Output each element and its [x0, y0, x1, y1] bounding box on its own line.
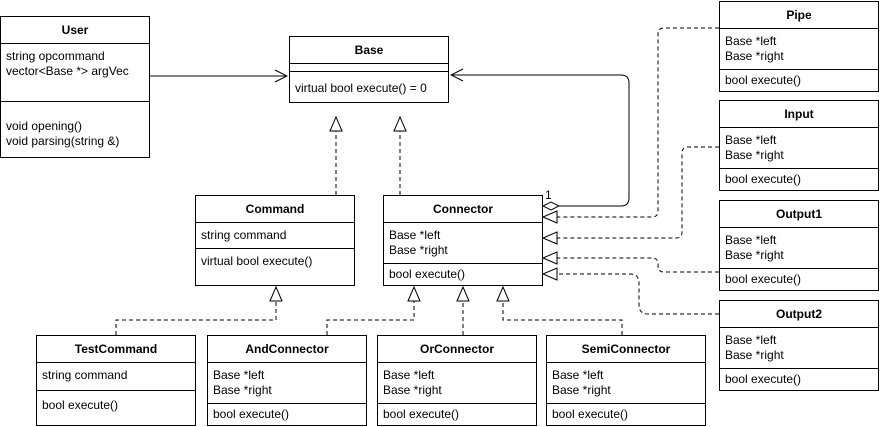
class-connector-method: bool execute()	[389, 267, 466, 281]
class-base[interactable]: Base virtual bool execute() = 0	[289, 36, 449, 103]
inheritance-output1-connector	[543, 258, 719, 273]
class-user-attr: vector<Base *> argVec	[6, 64, 129, 78]
class-orconnector-attr: Base *left	[383, 368, 435, 382]
class-orconnector-name: OrConnector	[378, 336, 536, 363]
class-semiconnector-name: SemiConnector	[547, 336, 705, 363]
class-orconnector-methods: bool execute()	[378, 404, 536, 422]
class-semiconnector-attr: Base *left	[552, 368, 604, 382]
class-base-name: Base	[290, 37, 448, 64]
class-connector-name: Connector	[384, 196, 542, 223]
class-output1-attributes: Base *left Base *right	[720, 228, 878, 269]
class-output1-name: Output1	[720, 201, 878, 228]
inheritance-semiconnector-connector	[503, 287, 623, 335]
class-output1-methods: bool execute()	[720, 269, 878, 287]
class-input-attributes: Base *left Base *right	[720, 128, 878, 169]
class-command-name: Command	[196, 196, 354, 223]
class-command-attr: string command	[201, 228, 287, 242]
class-input[interactable]: Input Base *left Base *right bool execut…	[719, 100, 879, 191]
class-orconnector[interactable]: OrConnector Base *left Base *right bool …	[377, 335, 537, 426]
class-testcommand-methods: bool execute()	[37, 391, 195, 413]
class-pipe-name: Pipe	[720, 2, 878, 29]
class-command-method: virtual bool execute()	[201, 254, 313, 268]
class-andconnector-attributes: Base *left Base *right	[208, 363, 366, 404]
class-input-method: bool execute()	[725, 172, 802, 186]
class-user-name: User	[1, 17, 149, 44]
class-pipe-method: bool execute()	[725, 73, 802, 87]
class-andconnector-attr: Base *right	[213, 383, 272, 397]
class-user[interactable]: User string opcommand vector<Base *> arg…	[0, 16, 150, 158]
class-connector-attr: Base *left	[389, 228, 441, 242]
class-base-method: virtual bool execute() = 0	[295, 81, 427, 95]
class-user-method: void opening()	[6, 119, 83, 133]
class-connector-methods: bool execute()	[384, 264, 542, 282]
class-output2-attributes: Base *left Base *right	[720, 328, 878, 369]
class-testcommand-method: bool execute()	[42, 398, 119, 412]
class-output2[interactable]: Output2 Base *left Base *right bool exec…	[719, 300, 879, 391]
class-pipe-attr: Base *left	[725, 34, 777, 48]
class-pipe-methods: bool execute()	[720, 70, 878, 88]
class-output1-attr: Base *left	[725, 233, 777, 247]
class-andconnector-method: bool execute()	[213, 407, 290, 421]
class-user-method: void parsing(string &)	[6, 134, 120, 148]
inheritance-pipe-connector	[543, 27, 719, 217]
class-andconnector-name: AndConnector	[208, 336, 366, 363]
class-semiconnector[interactable]: SemiConnector Base *left Base *right boo…	[546, 335, 706, 426]
class-testcommand-attributes: string command	[37, 363, 195, 391]
inheritance-output2-connector	[543, 274, 719, 315]
class-testcommand[interactable]: TestCommand string command bool execute(…	[36, 335, 196, 426]
class-user-methods: void opening() void parsing(string &)	[1, 102, 149, 149]
class-output2-methods: bool execute()	[720, 369, 878, 387]
class-input-attr: Base *right	[725, 148, 784, 162]
class-andconnector[interactable]: AndConnector Base *left Base *right bool…	[207, 335, 367, 426]
class-user-attr: string opcommand	[6, 49, 105, 63]
class-andconnector-attr: Base *left	[213, 368, 265, 382]
class-input-methods: bool execute()	[720, 169, 878, 187]
class-output2-name: Output2	[720, 301, 878, 328]
class-input-name: Input	[720, 101, 878, 128]
class-orconnector-attributes: Base *left Base *right	[378, 363, 536, 404]
class-output2-method: bool execute()	[725, 372, 802, 386]
class-input-attr: Base *left	[725, 133, 777, 147]
class-command[interactable]: Command string command virtual bool exec…	[195, 195, 355, 286]
class-output2-attr: Base *left	[725, 333, 777, 347]
inheritance-testcommand-command	[115, 287, 276, 335]
class-orconnector-attr: Base *right	[383, 383, 442, 397]
class-base-methods: virtual bool execute() = 0	[290, 72, 448, 96]
class-output1[interactable]: Output1 Base *left Base *right bool exec…	[719, 200, 879, 291]
class-testcommand-name: TestCommand	[37, 336, 195, 363]
class-connector-attributes: Base *left Base *right	[384, 223, 542, 264]
class-testcommand-attr: string command	[42, 368, 128, 382]
class-output1-method: bool execute()	[725, 272, 802, 286]
class-base-attributes	[290, 64, 448, 72]
class-pipe[interactable]: Pipe Base *left Base *right bool execute…	[719, 1, 879, 92]
class-semiconnector-attributes: Base *left Base *right	[547, 363, 705, 404]
aggregation-connector-base	[451, 75, 630, 206]
class-orconnector-method: bool execute()	[383, 407, 460, 421]
inheritance-andconnector-connector	[326, 287, 414, 335]
class-command-attributes: string command	[196, 223, 354, 249]
class-command-methods: virtual bool execute()	[196, 249, 354, 269]
class-connector[interactable]: Connector Base *left Base *right bool ex…	[383, 195, 543, 286]
class-semiconnector-attr: Base *right	[552, 383, 611, 397]
class-semiconnector-methods: bool execute()	[547, 404, 705, 422]
class-pipe-attributes: Base *left Base *right	[720, 29, 878, 70]
aggregation-multiplicity-label: 1	[545, 188, 552, 202]
inheritance-input-connector	[543, 146, 719, 238]
class-output2-attr: Base *right	[725, 348, 784, 362]
class-semiconnector-method: bool execute()	[552, 407, 629, 421]
class-output1-attr: Base *right	[725, 248, 784, 262]
class-user-attributes: string opcommand vector<Base *> argVec	[1, 44, 149, 102]
class-andconnector-methods: bool execute()	[208, 404, 366, 422]
class-pipe-attr: Base *right	[725, 49, 784, 63]
class-connector-attr: Base *right	[389, 243, 448, 257]
